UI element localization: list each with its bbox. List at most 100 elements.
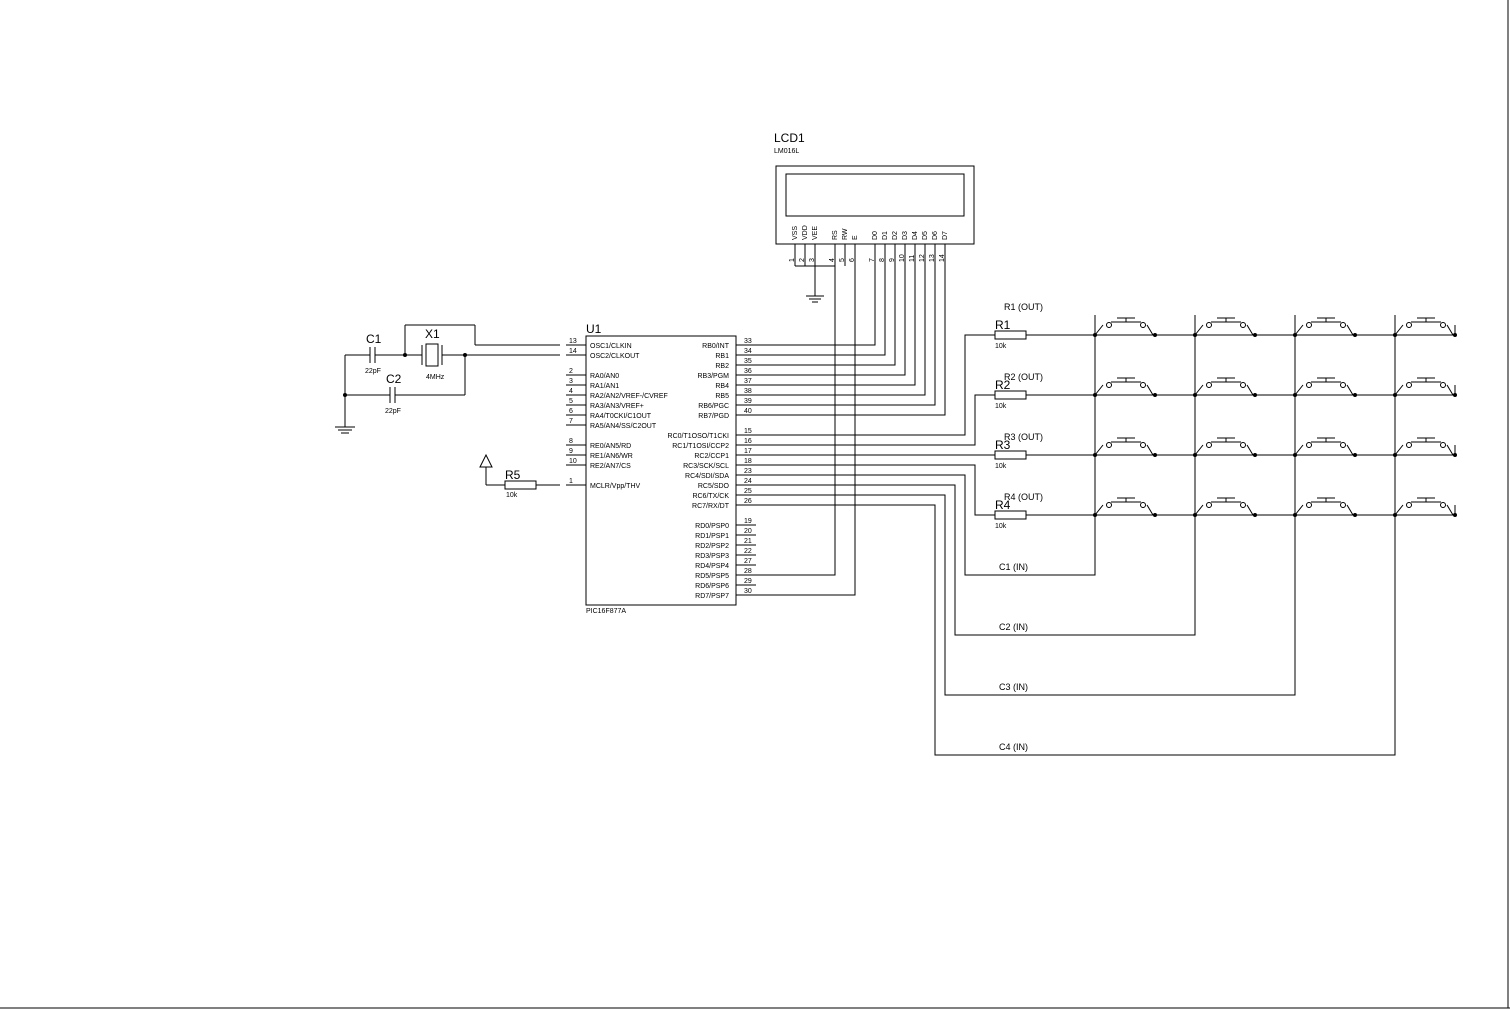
switch-contact-icon	[1406, 322, 1412, 328]
switch-contact-icon	[1106, 502, 1112, 508]
switch-contact-icon	[1240, 322, 1246, 328]
lcd-pin-number: 10	[899, 254, 906, 262]
mcu-pin-name: RB2	[715, 363, 729, 370]
keypad-button-r1c3[interactable]	[1293, 317, 1357, 337]
keypad-button-r3c4[interactable]	[1393, 437, 1457, 457]
lcd-module[interactable]: LCD1 LM016L VSS1VDD2VEE3RS4RW5E6D07D18D2…	[774, 131, 975, 303]
mcu-right-pins: RB0/INT33RB134RB235RB3/PGM36RB437RB538RB…	[668, 338, 756, 600]
mcu-pin-name: RC4/SDI/SDA	[685, 473, 729, 480]
mcu-pin-name: RD7/PSP7	[695, 593, 729, 600]
r2-ref: R2	[995, 378, 1011, 392]
lcd-pin-number: 4	[829, 258, 836, 262]
keypad-button-r1c1[interactable]	[1093, 317, 1157, 337]
mcu-pin-number: 9	[569, 448, 573, 455]
power-icon	[479, 453, 493, 468]
keypad-button-r2c1[interactable]	[1093, 377, 1157, 397]
switch-contact-icon	[1440, 382, 1446, 388]
mcu-pin-name: RD1/PSP1	[695, 533, 729, 540]
lcd-pin-number: 14	[939, 254, 946, 262]
lcd-pin-name: D7	[942, 231, 949, 240]
mcu-pin-name: RC6/TX/CK	[692, 493, 729, 500]
mcu-pin-number: 13	[569, 338, 577, 345]
switch-contact-icon	[1340, 382, 1346, 388]
mcu-pin-name: RD4/PSP4	[695, 563, 729, 570]
mcu-pin-name: RD6/PSP6	[695, 583, 729, 590]
mcu-pin-name: RB7/PGD	[698, 413, 729, 420]
keypad-button-r2c3[interactable]	[1293, 377, 1357, 397]
oscillator-circuit[interactable]: C1 22pF C2 22pF X1 4MHz	[335, 324, 560, 434]
lcd-pin-number: 8	[879, 258, 886, 262]
reset-circuit[interactable]: R5 10k	[479, 453, 560, 499]
lcd-pin-name: VDD	[802, 225, 809, 240]
switch-contact-icon	[1140, 322, 1146, 328]
keypad-button-r3c2[interactable]	[1193, 437, 1257, 457]
mcu-pin-number: 8	[569, 438, 573, 445]
lcd-pin-name: D2	[892, 231, 899, 240]
r3-ref: R3	[995, 438, 1011, 452]
c2-ref: C2	[386, 372, 402, 386]
mcu-pin-name: RC7/RX/DT	[692, 503, 730, 510]
r1-ref: R1	[995, 318, 1011, 332]
keypad-button-r4c4[interactable]	[1393, 497, 1457, 517]
mcu-pin-number: 19	[744, 518, 752, 525]
mcu-pin-name: RE1/AN6/WR	[590, 453, 633, 460]
keypad-button-r1c2[interactable]	[1193, 317, 1257, 337]
mcu-pin-number: 24	[744, 478, 752, 485]
mcu-pin-name: RA3/AN3/VREF+	[590, 403, 644, 410]
mcu-pin-name: RA0/AN0	[590, 373, 619, 380]
lcd-pin-number: 11	[909, 255, 916, 262]
net-label-r3: R3 (OUT)	[1004, 432, 1043, 442]
mcu-ref: U1	[586, 322, 602, 336]
switch-contact-icon	[1240, 442, 1246, 448]
keypad-button-r4c2[interactable]	[1193, 497, 1257, 517]
lcd-pin-name: RW	[842, 228, 849, 240]
mcu-pin-name: RD0/PSP0	[695, 523, 729, 530]
resistor-r5-icon	[504, 480, 537, 490]
mcu-pin-name: RC5/SDO	[698, 483, 730, 490]
switch-contact-icon	[1406, 502, 1412, 508]
mcu-pin-number: 39	[744, 398, 752, 405]
mcu-u1[interactable]: U1 PIC16F877A OSC1/CLKIN13OSC2/CLKOUT14R…	[566, 322, 756, 615]
switch-contact-icon	[1106, 442, 1112, 448]
switch-contact-icon	[1440, 442, 1446, 448]
mcu-pin-number: 23	[744, 468, 752, 475]
switch-contact-icon	[1240, 382, 1246, 388]
lcd-pin-number: 3	[809, 258, 816, 262]
mcu-pin-number: 25	[744, 488, 752, 495]
keypad-button-r2c2[interactable]	[1193, 377, 1257, 397]
mcu-pin-number: 27	[744, 558, 752, 565]
keypad-button-r4c1[interactable]	[1093, 497, 1157, 517]
mcu-pin-name: RA1/AN1	[590, 383, 619, 390]
keypad-mcu-wires	[756, 315, 1396, 756]
crystal-icon	[425, 343, 439, 367]
switch-contact-icon	[1340, 502, 1346, 508]
lcd-pins: VSS1VDD2VEE3RS4RW5E6D07D18D29D310D411D51…	[789, 225, 949, 266]
mcu-pin-number: 10	[569, 458, 577, 465]
lcd-pin-name: RS	[832, 230, 839, 240]
keypad-matrix[interactable]	[1026, 317, 1457, 517]
mcu-pin-name: RB3/PGM	[697, 373, 729, 380]
mcu-pin-number: 17	[744, 448, 752, 455]
keypad-button-r1c4[interactable]	[1393, 317, 1457, 337]
mcu-pin-number: 26	[744, 498, 752, 505]
keypad-button-r2c4[interactable]	[1393, 377, 1457, 397]
switch-contact-icon	[1206, 502, 1212, 508]
keypad-button-r3c3[interactable]	[1293, 437, 1357, 457]
mcu-left-pins: OSC1/CLKIN13OSC2/CLKOUT14RA0/AN02RA1/AN1…	[566, 338, 668, 490]
mcu-pin-number: 38	[744, 388, 752, 395]
mcu-pin-name: RC3/SCK/SCL	[683, 463, 729, 470]
keypad-button-r4c3[interactable]	[1293, 497, 1357, 517]
c1-value: 22pF	[365, 368, 381, 375]
mcu-pin-name: RE0/AN5/RD	[590, 443, 631, 450]
r5-value: 10k	[506, 492, 518, 499]
mcu-pin-name: RD3/PSP3	[695, 553, 729, 560]
mcu-pin-name: RB4	[715, 383, 729, 390]
resistor-r3-icon	[994, 450, 1027, 460]
mcu-pin-number: 4	[569, 388, 573, 395]
switch-contact-icon	[1106, 322, 1112, 328]
lcd-value: LM016L	[774, 148, 799, 155]
keypad-button-r3c1[interactable]	[1093, 437, 1157, 457]
mcu-pin-name: OSC2/CLKOUT	[590, 353, 640, 360]
mcu-pin-number: 30	[744, 588, 752, 595]
